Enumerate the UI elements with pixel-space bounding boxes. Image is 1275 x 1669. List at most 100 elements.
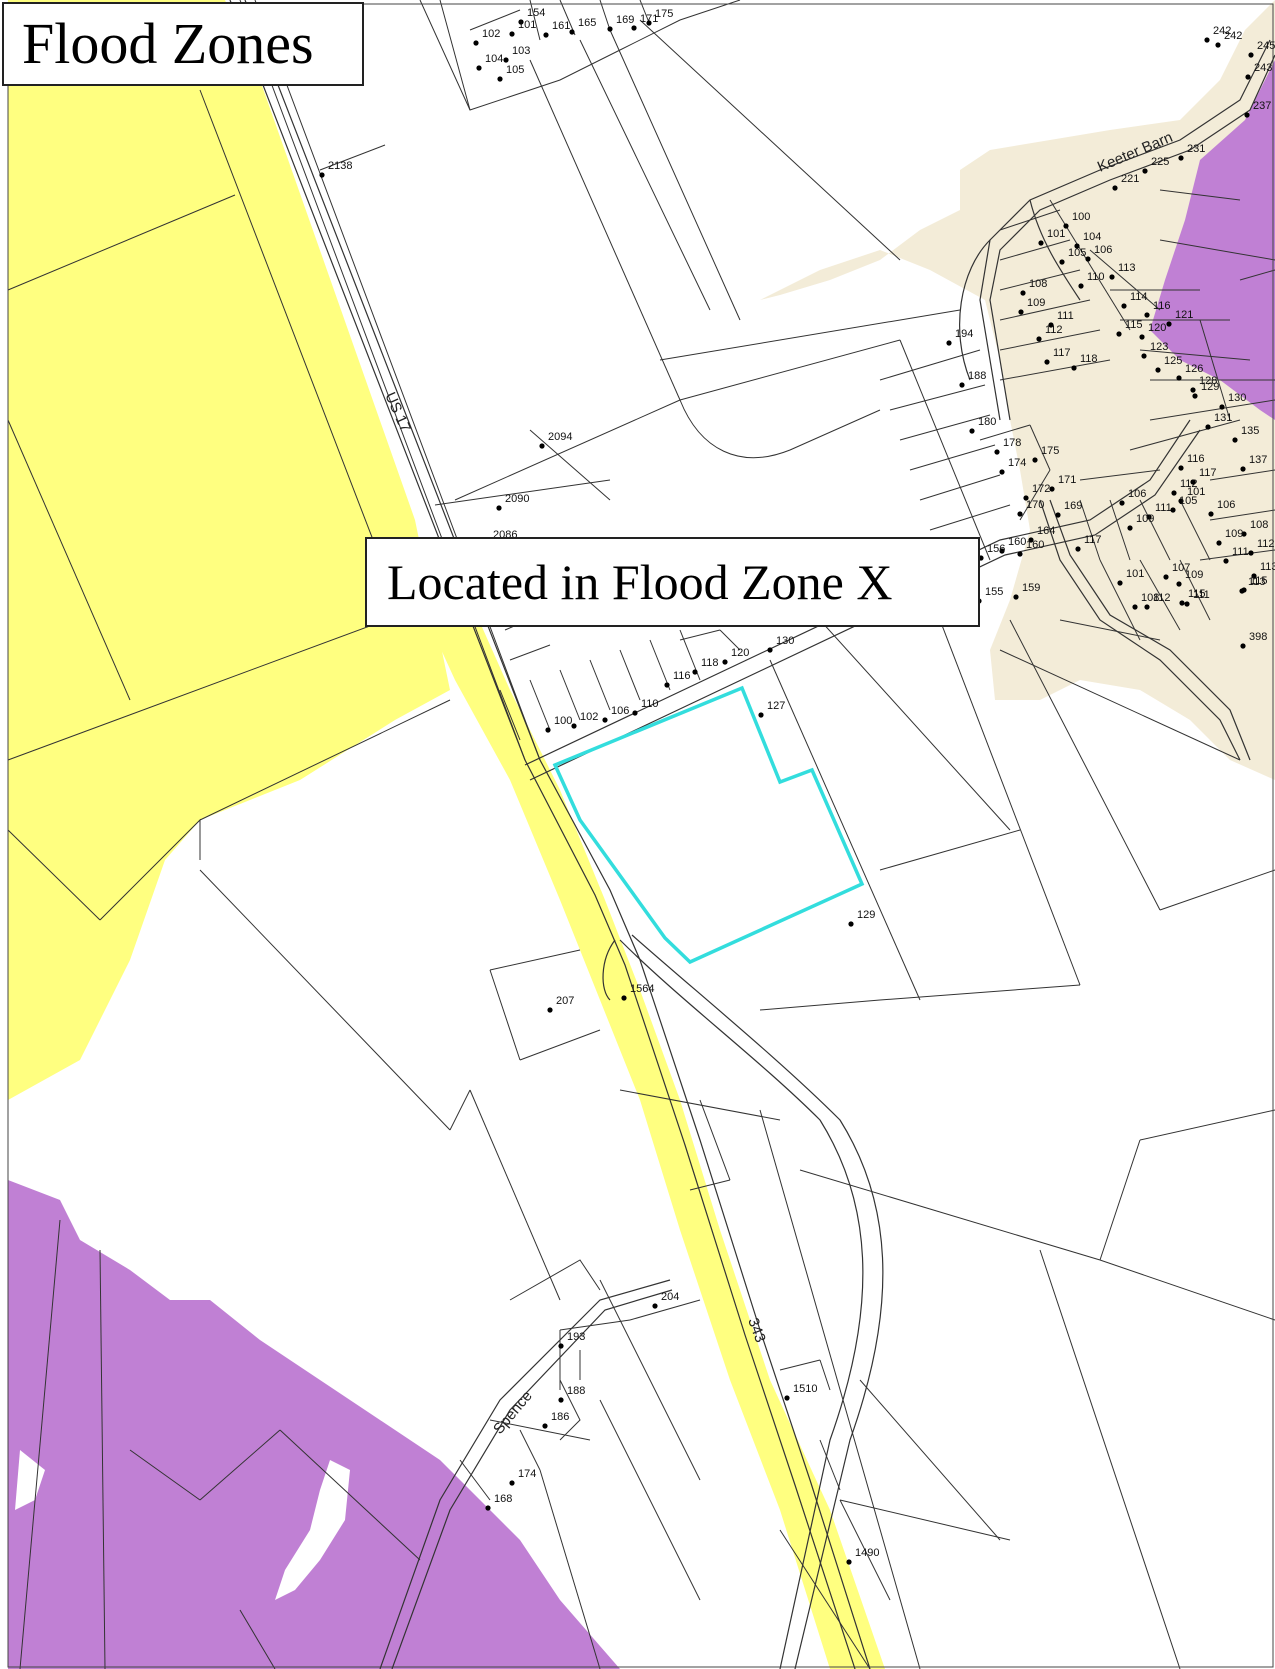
parcel-dot xyxy=(1190,387,1196,393)
parcel-dot xyxy=(999,469,1005,475)
parcel-dot xyxy=(1170,507,1176,513)
parcel-dot xyxy=(1176,375,1182,381)
parcel-dot xyxy=(503,57,509,63)
parcel-dot xyxy=(848,921,854,927)
parcel-number-label: 129 xyxy=(1201,381,1219,393)
parcel-number-label: 105 xyxy=(1179,495,1197,507)
parcel-dot xyxy=(558,1397,564,1403)
parcel-number-label: 106 xyxy=(1094,244,1112,256)
parcel-number-label: 204 xyxy=(661,1291,679,1303)
parcel-number-label: 174 xyxy=(1008,457,1026,469)
parcel-dot xyxy=(767,647,773,653)
parcel-dot xyxy=(1144,604,1150,610)
parcel-dot xyxy=(1178,498,1184,504)
parcel-dot xyxy=(509,1480,515,1486)
parcel-number-label: 161 xyxy=(552,20,570,32)
parcel-dot xyxy=(1112,185,1118,191)
parcel-number-label: 193 xyxy=(567,1331,585,1343)
parcel-dot xyxy=(543,32,549,38)
parcel-number-label: 116 xyxy=(1153,300,1171,312)
parcel-number-label: 111 xyxy=(1155,502,1172,514)
parcel-dot xyxy=(1241,531,1247,537)
parcel-number-label: 175 xyxy=(655,8,673,20)
parcel-number-label: 160 xyxy=(1026,539,1044,551)
parcel-number-label: 118 xyxy=(1080,353,1098,365)
parcel-number-label: 135 xyxy=(1241,425,1259,437)
parcel-dot xyxy=(569,29,575,35)
parcel-dot xyxy=(1116,331,1122,337)
parcel-number-label: 102 xyxy=(580,711,598,723)
parcel-number-label: 225 xyxy=(1151,156,1169,168)
parcel-labels: 2138209420902086207156420419318818617416… xyxy=(319,7,1275,1565)
parcel-number-label: 106 xyxy=(1128,488,1146,500)
parcel-dot xyxy=(1127,525,1133,531)
parcel-number-label: 113 xyxy=(1118,262,1136,274)
parcel-number-label: 221 xyxy=(1121,173,1139,185)
parcel-number-label: 116 xyxy=(1187,453,1205,465)
parcel-dot xyxy=(1032,457,1038,463)
parcel-number-label: 110 xyxy=(641,698,659,710)
parcel-number-label: 111 xyxy=(1232,546,1249,558)
parcel-number-label: 154 xyxy=(527,7,545,19)
parcel-number-label: 101 xyxy=(518,19,536,31)
parcel-dot xyxy=(1048,322,1054,328)
parcel-number-label: 109 xyxy=(1185,569,1203,581)
parcel-number-label: 112 xyxy=(1045,324,1063,336)
parcel-dot xyxy=(1121,303,1127,309)
parcel-dot xyxy=(1142,168,1148,174)
parcel-dot xyxy=(1223,558,1229,564)
parcel-number-label: 115 xyxy=(1188,588,1206,600)
parcel-dot xyxy=(1248,52,1254,58)
parcel-dot xyxy=(1078,283,1084,289)
parcel-number-label: 164 xyxy=(1037,525,1055,537)
parcel-number-label: 111 xyxy=(1193,589,1210,601)
parcel-dot xyxy=(1038,240,1044,246)
parcel-number-label: 120 xyxy=(731,647,749,659)
parcel-number-label: 100 xyxy=(1072,211,1090,223)
parcel-number-label: 100 xyxy=(554,715,572,727)
parcel-number-label: 165 xyxy=(578,17,596,29)
parcel-dot xyxy=(547,1007,553,1013)
parcel-dot xyxy=(497,76,503,82)
parcel-dot xyxy=(999,548,1005,554)
parcel-number-label: 237 xyxy=(1253,100,1271,112)
parcel-dot xyxy=(1144,312,1150,318)
parcel-dot xyxy=(994,449,1000,455)
parcel-dot xyxy=(1179,600,1185,606)
parcel-number-label: 130 xyxy=(1228,392,1246,404)
parcel-dot xyxy=(1013,594,1019,600)
parcel-number-label: 129 xyxy=(857,909,875,921)
parcel-number-label: 168 xyxy=(494,1493,512,1505)
parcel-dot xyxy=(1205,424,1211,430)
parcel-number-label: 128 xyxy=(1199,375,1217,387)
parcel-dot xyxy=(1155,367,1161,373)
parcel-dot xyxy=(1178,155,1184,161)
parcel-number-label: 242 xyxy=(1224,30,1242,42)
parcel-dot xyxy=(1071,365,1077,371)
parcel-dot xyxy=(1023,495,1029,501)
parcel-number-label: 103 xyxy=(512,45,530,57)
parcel-dot xyxy=(664,682,670,688)
parcel-number-label: 159 xyxy=(1022,582,1040,594)
parcel-dot xyxy=(509,31,515,37)
parcel-dot xyxy=(784,1395,790,1401)
parcel-dot xyxy=(1215,42,1221,48)
parcel-dot xyxy=(473,40,479,46)
parcel-number-label: 112 xyxy=(1153,592,1171,604)
parcel-number-label: 102 xyxy=(482,28,500,40)
parcel-number-label: 169 xyxy=(1064,500,1082,512)
parcel-number-label: 171 xyxy=(640,13,658,25)
parcel-dot xyxy=(1216,540,1222,546)
parcel-dot xyxy=(1036,336,1042,342)
parcel-dot xyxy=(1208,511,1214,517)
parcel-dot xyxy=(632,710,638,716)
parcel-number-label: 156 xyxy=(987,543,1005,555)
parcel-dot xyxy=(1117,580,1123,586)
parcel-dot xyxy=(1049,486,1055,492)
parcel-number-label: 174 xyxy=(518,1468,536,1480)
parcel-dot xyxy=(1028,537,1034,543)
parcel-dot xyxy=(485,1505,491,1511)
parcel-dot xyxy=(722,659,728,665)
parcel-dot xyxy=(1176,581,1182,587)
